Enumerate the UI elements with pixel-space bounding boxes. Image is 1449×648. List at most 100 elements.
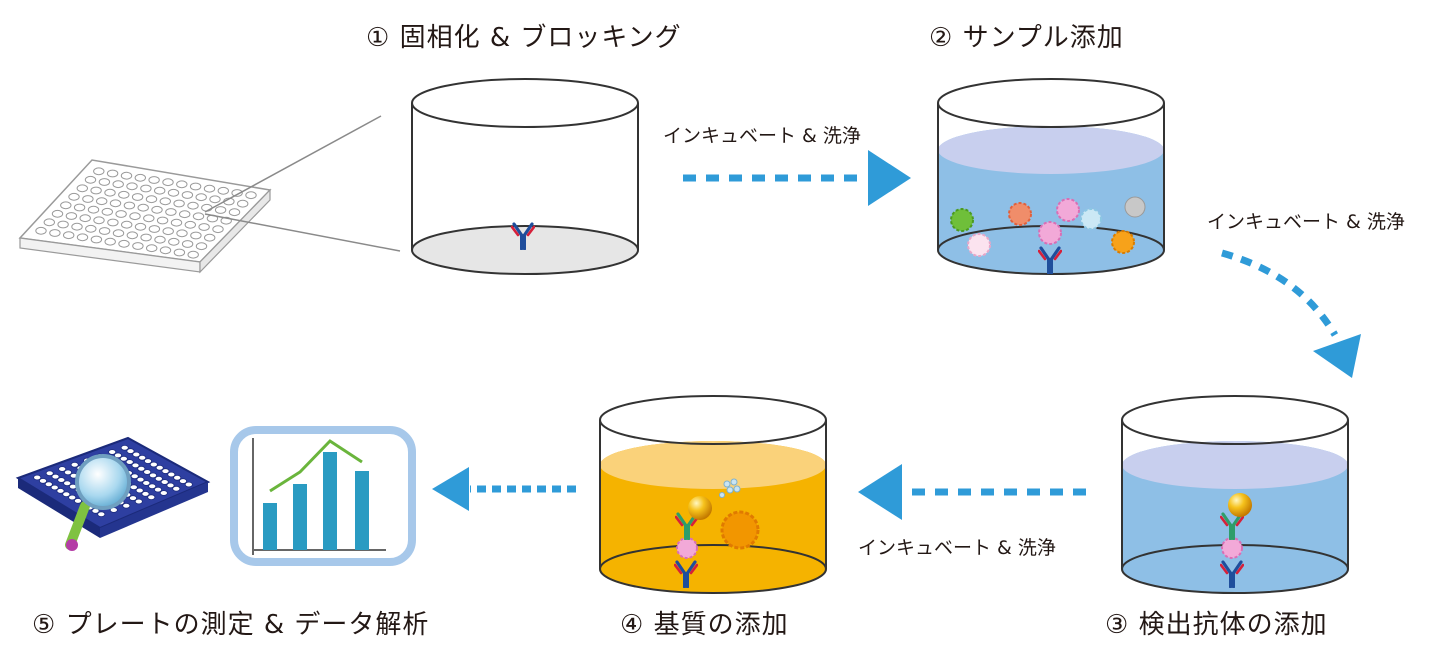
plate-well	[33, 474, 42, 481]
plate-well	[65, 212, 78, 220]
plate-well	[39, 478, 48, 484]
plate-well	[181, 191, 194, 199]
plate-well	[90, 235, 103, 244]
plate-well	[57, 220, 69, 229]
plate-well	[112, 180, 124, 189]
plate-well	[173, 199, 185, 208]
plate-well	[168, 237, 180, 246]
plate-well	[121, 220, 133, 229]
plate-well	[50, 484, 59, 491]
plate-well	[145, 195, 158, 204]
step3-title: ③ 検出抗体の添加	[1105, 610, 1328, 640]
plate-well	[109, 199, 122, 208]
plate-well	[165, 208, 177, 216]
plate-well	[138, 454, 147, 461]
plate-well	[195, 242, 208, 251]
plate-well	[214, 206, 227, 214]
arrow-step3-to-4	[858, 464, 1086, 520]
plate-well	[148, 225, 161, 233]
arrow-label-incubate-wash-3: インキュベート & 洗浄	[858, 537, 1056, 559]
plate-well	[237, 199, 249, 208]
antigen-icon	[676, 537, 698, 559]
antigen-icon	[1221, 537, 1243, 559]
magnifier-handle-icon	[65, 501, 90, 550]
plate-well	[68, 192, 80, 201]
plate-well	[68, 494, 77, 501]
plate-well	[122, 502, 131, 509]
plate-well	[190, 231, 202, 240]
arrow-step2-to-3	[1221, 249, 1361, 378]
plate-well	[104, 188, 116, 197]
plate-well	[189, 182, 202, 191]
plate-well	[71, 222, 83, 231]
sample-particle-icon	[950, 196, 1146, 257]
plate-well	[162, 227, 174, 236]
enzyme-label-icon	[1228, 493, 1252, 517]
well-step3	[1121, 395, 1349, 594]
plate-well	[130, 473, 139, 480]
plate-reader-icon	[15, 436, 211, 551]
plate-well	[64, 469, 73, 476]
plate-well	[187, 201, 199, 210]
plate-well	[126, 182, 138, 191]
plate-well	[173, 248, 186, 257]
plate-well	[70, 461, 79, 468]
plate-well	[228, 208, 241, 217]
plate-well	[98, 227, 111, 235]
plate-well	[148, 472, 157, 479]
plate-well	[162, 178, 174, 187]
plate-well	[131, 193, 144, 201]
plate-well	[160, 479, 169, 485]
plate-well	[154, 186, 166, 195]
plate-well	[178, 478, 187, 484]
plate-well	[203, 184, 216, 193]
plate-well	[51, 209, 64, 218]
plate-well	[101, 207, 114, 216]
plate-well	[120, 171, 133, 180]
plate-well	[82, 195, 94, 203]
plate-well	[149, 461, 158, 468]
well-step2	[937, 78, 1165, 275]
plate-well	[97, 511, 106, 518]
plate-well	[148, 483, 157, 490]
zoom-line-top	[204, 115, 382, 213]
plate-well	[161, 468, 170, 474]
plate-well	[142, 480, 151, 486]
plate-well	[56, 488, 65, 494]
plate-well	[118, 190, 130, 199]
plate-well	[245, 191, 257, 200]
step5-title: ⑤ プレートの測定 & データ解析	[32, 610, 430, 640]
plate-well	[156, 216, 169, 225]
plate-well	[192, 212, 205, 221]
plate-well	[204, 233, 216, 242]
plate-well	[195, 193, 207, 202]
plate-well	[119, 455, 128, 462]
plate-well	[159, 246, 172, 255]
zoom-line-bottom	[204, 213, 401, 252]
plate-well	[154, 235, 166, 244]
plate-well	[118, 239, 130, 248]
plate-well	[62, 231, 75, 240]
plate-well	[49, 229, 61, 237]
plate-well	[159, 490, 168, 496]
plate-well	[154, 475, 163, 482]
plate-well	[179, 210, 191, 219]
plate-well	[141, 491, 150, 497]
plate-well	[128, 495, 137, 501]
plate-well	[132, 451, 141, 458]
plate-well	[93, 216, 105, 225]
plate-well	[143, 214, 155, 223]
plate-well	[104, 237, 116, 246]
plate-well	[140, 233, 152, 242]
plate-well	[123, 201, 136, 210]
plate-well	[96, 197, 108, 206]
plate-well	[155, 464, 164, 471]
plate-well	[187, 250, 199, 259]
plate-well	[132, 242, 144, 250]
step1-title: ① 固相化 & ブロッキング	[366, 23, 682, 53]
plate-well	[167, 471, 176, 478]
plate-well	[147, 494, 156, 501]
plate-well	[125, 459, 134, 465]
plate-well	[76, 184, 89, 193]
